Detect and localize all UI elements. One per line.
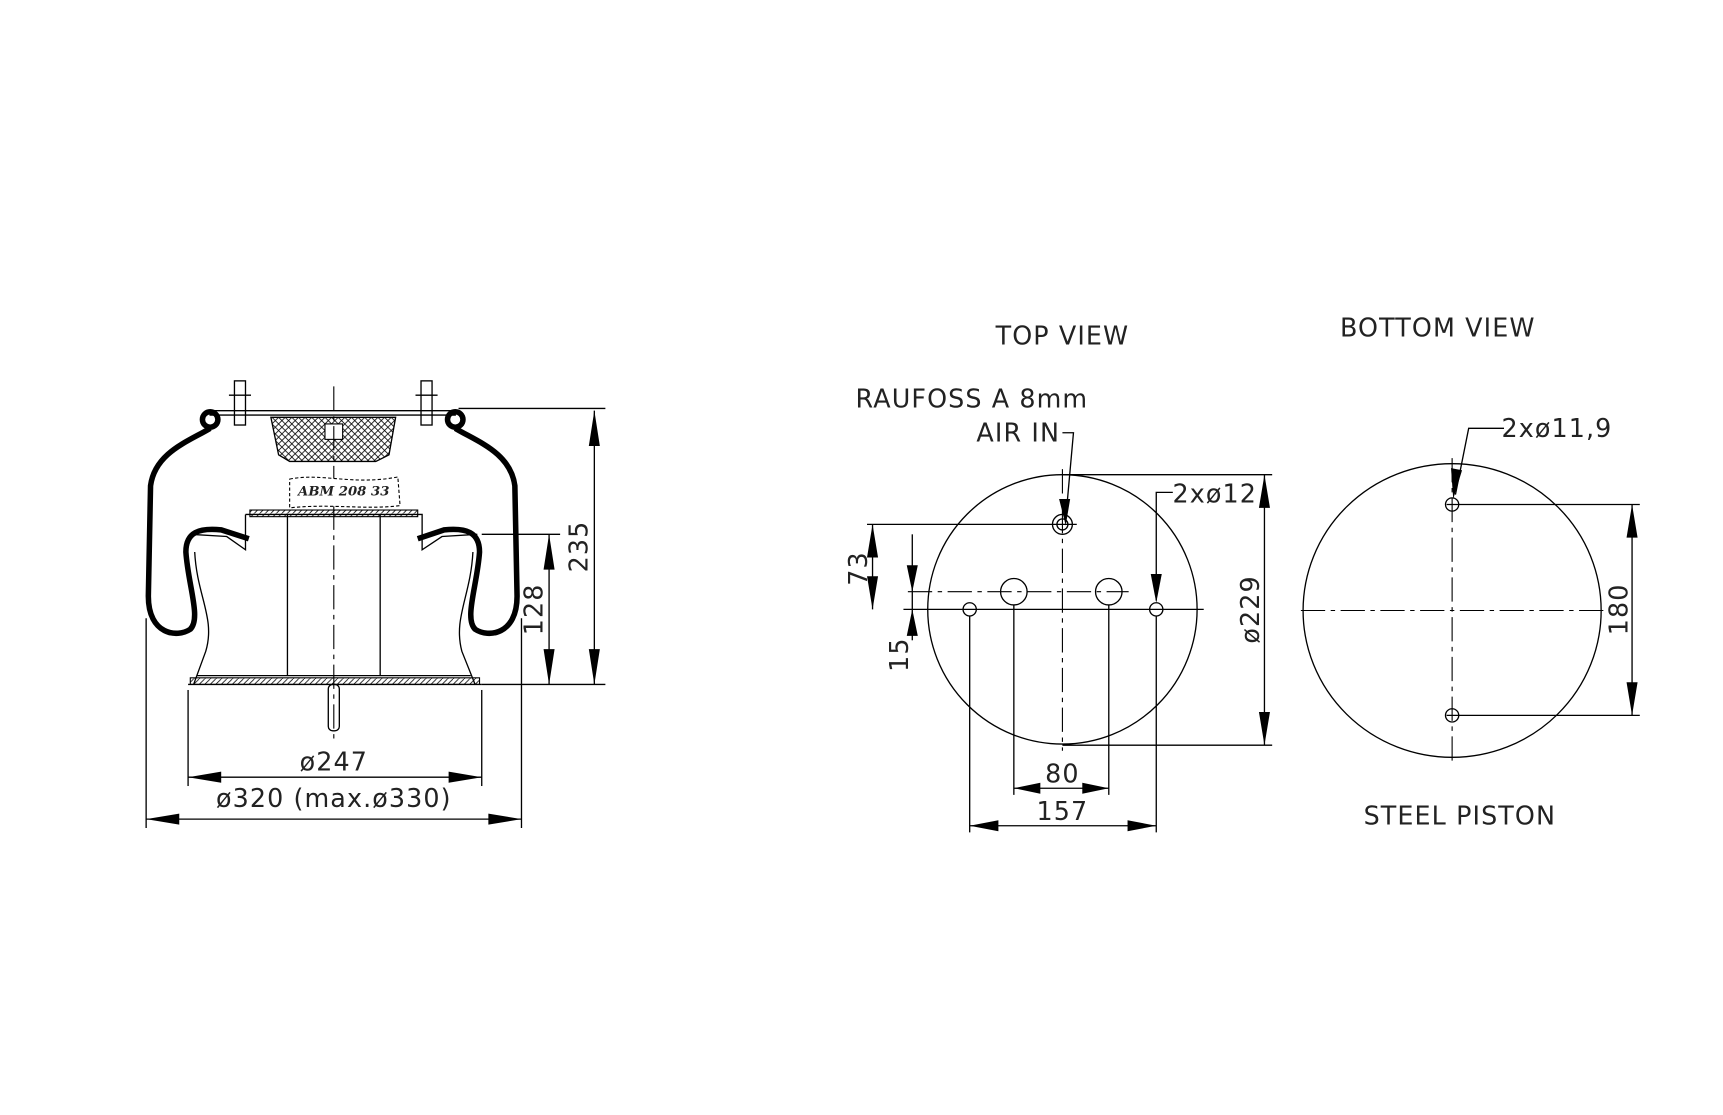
top-stud-bolts: [228, 380, 438, 426]
dimension-320: ø320 (max.ø330): [145, 618, 523, 828]
dimension-73: 73: [843, 523, 1077, 610]
bottom-view: BOTTOM VIEW 2xø11,9 180 STEEL PISTON: [1300, 313, 1640, 831]
svg-text:180: 180: [1604, 584, 1634, 636]
svg-text:157: 157: [1037, 796, 1089, 826]
holes-label: 2xø12: [1173, 478, 1258, 508]
svg-text:235: 235: [564, 521, 594, 573]
dimension-80: 80: [1013, 604, 1110, 795]
svg-text:ø229: ø229: [1235, 575, 1265, 643]
top-view: TOP VIEW RAUFOSS A 8mm AIR IN 2xø12 73 1…: [843, 320, 1273, 833]
svg-text:15: 15: [884, 637, 914, 672]
bellow: [145, 425, 520, 637]
fitting-label: RAUFOSS A 8mm: [856, 383, 1089, 413]
svg-text:73: 73: [843, 551, 873, 586]
dimension-229: ø229: [1062, 474, 1273, 746]
part-number-label: ABM 208 33: [296, 485, 389, 500]
dimension-180: 180: [1446, 503, 1640, 717]
piston-holes-label: 2xø11,9: [1502, 413, 1613, 443]
bottom-view-title: BOTTOM VIEW: [1340, 313, 1536, 343]
piston: [188, 513, 482, 686]
svg-text:80: 80: [1045, 759, 1080, 789]
svg-text:128: 128: [518, 584, 548, 636]
svg-text:ø247: ø247: [300, 747, 368, 777]
dimension-235: 235: [458, 407, 606, 686]
air-in-label: AIR IN: [976, 418, 1060, 448]
top-plate: [209, 410, 456, 416]
side-view: ABM 208 33 235 128 ø247 ø320 (: [145, 380, 606, 828]
dimension-157: 157: [969, 616, 1157, 833]
svg-text:ø320 (max.ø330): ø320 (max.ø330): [216, 783, 452, 813]
steel-piston-caption: STEEL PISTON: [1364, 801, 1556, 831]
dimension-247: ø247: [187, 689, 483, 787]
dimension-128: 128: [481, 533, 561, 685]
top-view-title: TOP VIEW: [995, 320, 1130, 350]
dimension-15: 15: [884, 534, 918, 672]
